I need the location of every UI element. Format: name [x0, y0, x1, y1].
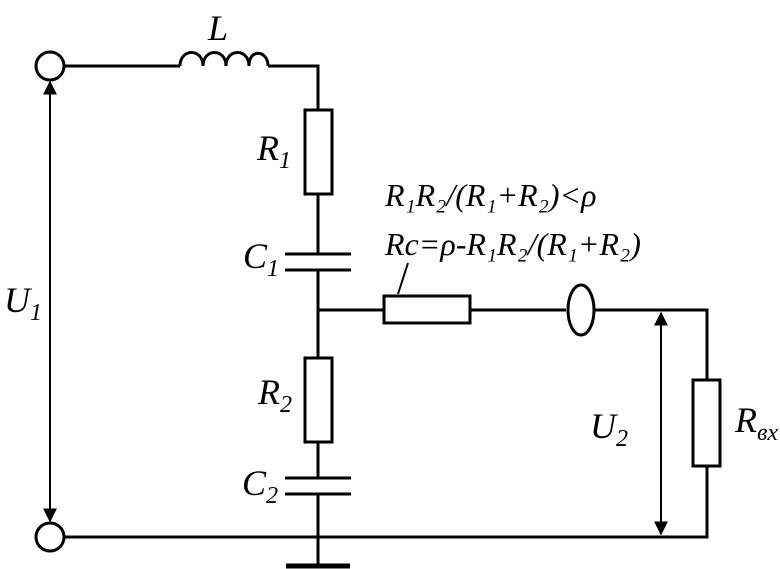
input-terminal-bottom: [34, 521, 66, 553]
label-R1: R1: [256, 128, 291, 174]
input-terminal-top: [34, 50, 66, 82]
inductor-L: [178, 51, 270, 67]
wire-bottom: [64, 466, 709, 539]
leader-line-Rc: [397, 262, 409, 295]
coax-ring-symbol: [566, 283, 596, 337]
resistor-Rvx: [691, 378, 722, 468]
label-C2: C2: [242, 463, 278, 509]
resistor-R2: [303, 356, 334, 444]
wire-coax-load: [594, 308, 709, 380]
label-L: L: [207, 8, 228, 48]
resistor-R1: [303, 108, 334, 196]
wire-top-right: [268, 64, 320, 110]
label-U2: U2: [590, 406, 628, 452]
resistor-Rc: [382, 294, 472, 325]
label-U1: U1: [4, 280, 42, 326]
label-R2: R2: [257, 372, 292, 418]
equation-Rc: Rc=ρ-R₁R₂/(R₁+R₂): [384, 226, 641, 262]
label-C1: C1: [243, 236, 279, 282]
label-Rvx: Rвх: [734, 400, 778, 446]
equation-condition: R₁R₂/(R₁+R₂)<ρ: [384, 177, 596, 213]
